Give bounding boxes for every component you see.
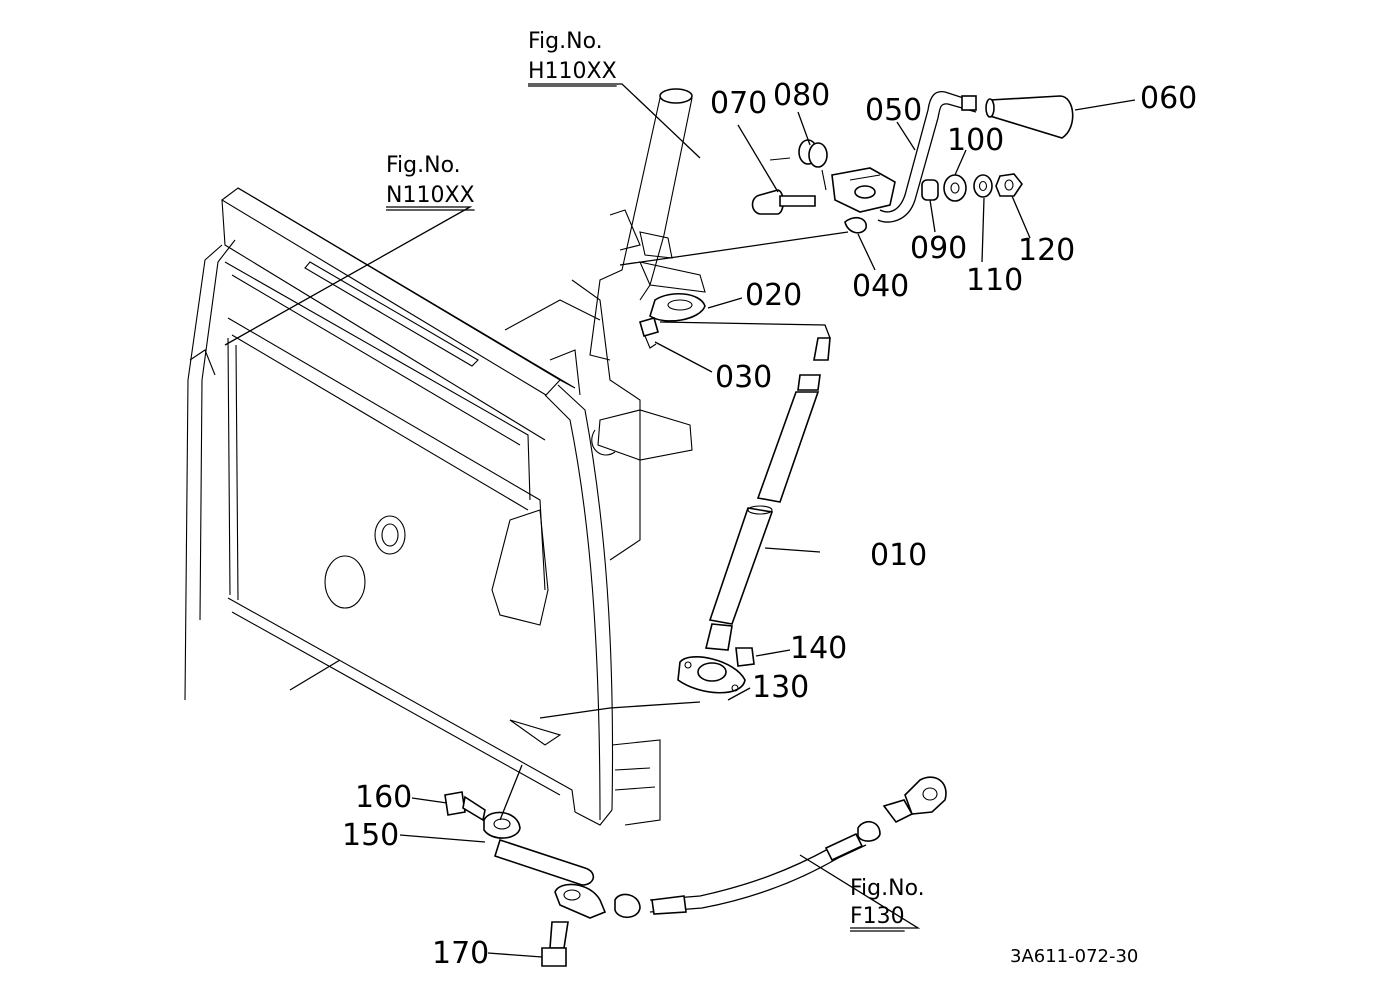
part-170-bolt: [549, 921, 569, 949]
part-160-bolt: [444, 791, 466, 816]
part-label-140: 140: [790, 631, 847, 666]
part-label-170: 170: [432, 936, 489, 971]
part-label-030: 030: [715, 360, 772, 395]
part-100-washer: [943, 174, 967, 202]
part-150-arm: [483, 811, 521, 839]
drawing-code: 3A611-072-30: [1010, 946, 1138, 967]
lower-linkage: [444, 776, 947, 967]
part-label-090: 090: [910, 231, 967, 266]
leader-lines: [224, 83, 1136, 958]
part-label-010: 010: [870, 538, 927, 573]
part-label-160: 160: [355, 780, 412, 815]
part-label-150: 150: [342, 818, 399, 853]
part-label-080: 080: [773, 78, 830, 113]
part-label-060: 060: [1140, 81, 1197, 116]
part-110-lock-washer: [973, 174, 993, 198]
lower-mount: [677, 647, 755, 694]
part-label-100: 100: [947, 123, 1004, 158]
part-label-070: 070: [710, 86, 767, 121]
part-070-bolt: [751, 189, 785, 215]
ref-title-h110xx: Fig.No.: [528, 29, 603, 54]
ref-title-f130: Fig.No.: [850, 876, 925, 901]
reference-labels: Fig.No. H110XX Fig.No. N110XX Fig.No. F1…: [386, 29, 925, 932]
part-090-collar: [921, 179, 939, 201]
lever-assembly: [639, 90, 1074, 349]
part-label-110: 110: [966, 263, 1023, 298]
steering-column: [589, 88, 706, 361]
cabin-frame: [184, 187, 693, 826]
ref-title-n110xx: Fig.No.: [386, 153, 461, 178]
part-label-020: 020: [745, 278, 802, 313]
part-040-clip: [844, 216, 867, 234]
ref-number-f130: F130: [850, 904, 905, 929]
part-labels: 010 020 030 040 050 060 070 080 090 100 …: [342, 78, 1197, 971]
part-label-040: 040: [852, 269, 909, 304]
part-label-130: 130: [752, 670, 809, 705]
part-030-screw: [639, 317, 659, 337]
part-020-plate: [649, 293, 706, 322]
ref-number-n110xx: N110XX: [386, 183, 475, 208]
part-060-knob: [989, 95, 1074, 139]
part-010-rod: [704, 337, 831, 651]
part-140-bolt: [735, 647, 755, 667]
part-label-050: 050: [865, 93, 922, 128]
part-120-nut: [995, 173, 1023, 197]
part-080-spring: [769, 139, 828, 191]
ref-number-h110xx: H110XX: [528, 59, 617, 84]
part-label-120: 120: [1018, 233, 1075, 268]
